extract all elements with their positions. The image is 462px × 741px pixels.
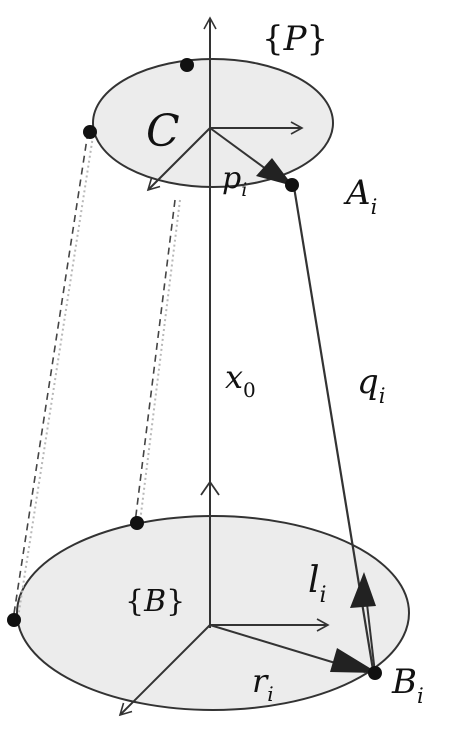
label-q-i: qi	[357, 362, 385, 408]
l-vector-arrowhead	[350, 572, 376, 608]
label-r-i: ri	[252, 662, 274, 706]
label-P-frame: {P}	[262, 19, 328, 59]
base-frame-y-axis	[118, 624, 211, 717]
label-B-frame: {B}	[125, 584, 185, 619]
inner-leg-dashed-line	[134, 199, 176, 524]
label-x-0: x0	[225, 358, 256, 402]
label-C: C	[146, 106, 180, 157]
label-A-i: Ai	[343, 173, 377, 219]
label-B-i: Bi	[391, 662, 424, 708]
label-p-i: pi	[222, 161, 247, 201]
left-leg-faint-line	[17, 135, 94, 619]
x0-vector-arrowhead	[200, 480, 220, 496]
base-platform-ellipse	[16, 515, 410, 711]
label-l-i: li	[308, 560, 327, 608]
joint-B	[368, 666, 382, 680]
moving-platform-ellipse	[92, 58, 334, 188]
r-vector-arrowhead	[330, 648, 378, 673]
joint-base-2	[7, 613, 21, 627]
p-vector-arrowhead	[256, 158, 293, 186]
joint-top-2	[83, 125, 97, 139]
joint-top-1	[180, 58, 194, 72]
top-frame-y-axis	[146, 127, 211, 192]
inner-leg-faint-line	[139, 199, 181, 523]
left-leg-dashed-line	[12, 131, 89, 621]
joint-A	[285, 178, 299, 192]
joint-base-1	[130, 516, 144, 530]
